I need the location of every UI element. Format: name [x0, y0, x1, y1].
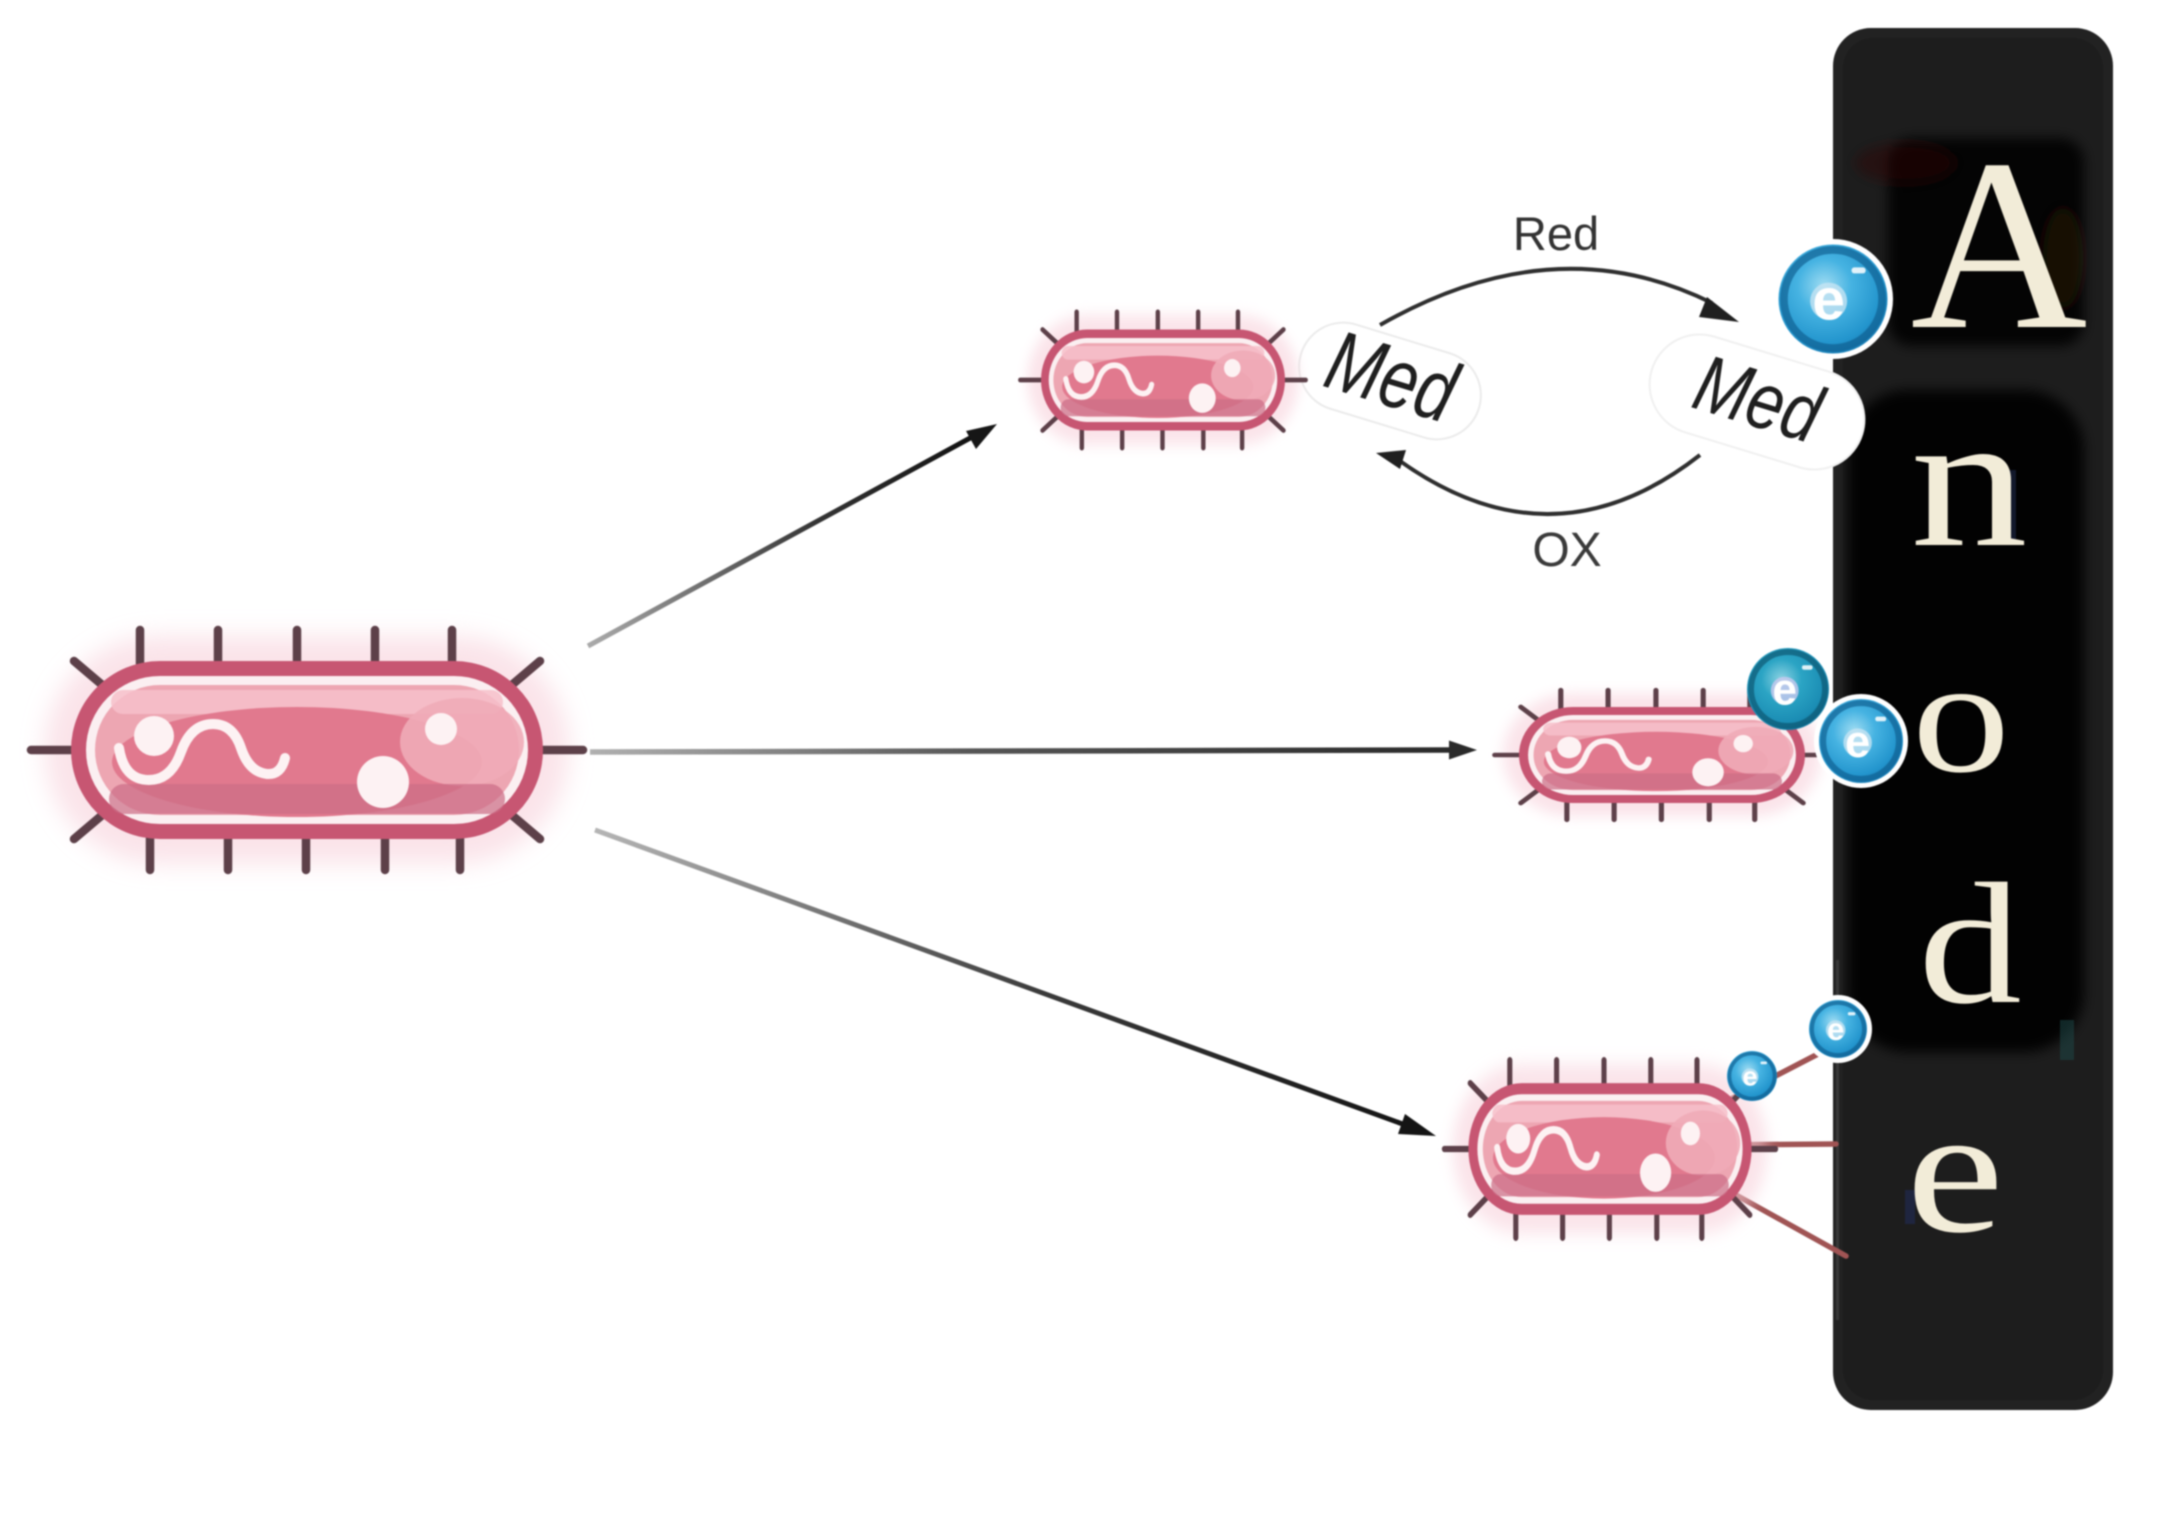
- svg-text:A: A: [1911, 109, 2088, 380]
- svg-text:e: e: [1906, 1070, 2004, 1271]
- svg-text:n: n: [1910, 374, 2027, 587]
- svg-text:o: o: [1912, 626, 2010, 807]
- svg-text:OX: OX: [1532, 524, 1601, 577]
- svg-text:d: d: [1918, 849, 2022, 1041]
- svg-text:Red: Red: [1513, 207, 1599, 260]
